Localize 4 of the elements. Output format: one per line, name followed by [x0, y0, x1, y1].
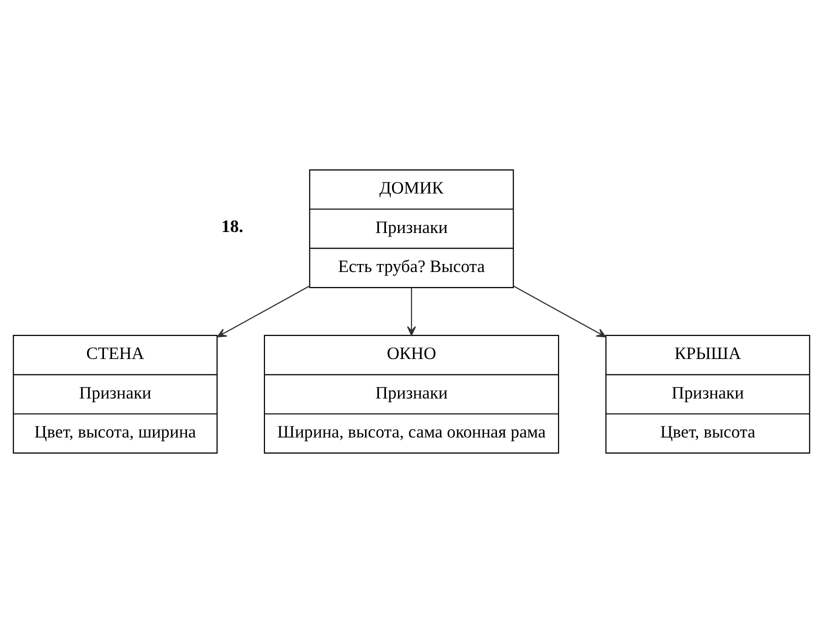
arrow: [513, 285, 606, 337]
arrow: [216, 285, 310, 337]
arrow: [407, 287, 416, 336]
label: 18.: [221, 215, 244, 236]
